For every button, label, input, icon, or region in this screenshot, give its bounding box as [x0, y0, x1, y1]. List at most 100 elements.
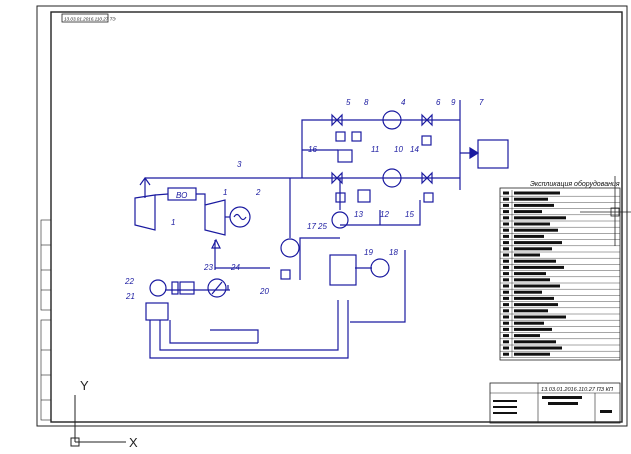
callout-1b: 1	[223, 188, 227, 197]
spec-row-pos	[503, 216, 509, 220]
spec-rows	[500, 190, 620, 358]
spec-row-text	[514, 321, 544, 325]
callout-23: 23	[203, 263, 213, 272]
spec-row-pos	[503, 241, 509, 245]
spec-row-text	[514, 303, 558, 307]
spec-row-text	[514, 241, 562, 245]
spec-row-text	[514, 278, 550, 282]
valve-11	[331, 171, 343, 185]
spec-row-pos	[503, 247, 509, 251]
callout-10: 10	[394, 145, 403, 154]
callout-7: 7	[479, 98, 484, 107]
title-block-code: 13.03.01.2016.110.27 ПЗ КП	[541, 387, 614, 393]
svg-text:13.03.01.2016.110.27 ТЭ: 13.03.01.2016.110.27 ТЭ	[64, 17, 116, 22]
callout-21: 21	[125, 292, 135, 301]
spec-row-pos	[503, 321, 509, 325]
axis-y-label: Y	[80, 378, 89, 393]
callout-11: 11	[371, 145, 379, 154]
spec-row-text	[514, 265, 564, 269]
spec-row-pos	[503, 352, 509, 356]
spec-row-pos	[503, 191, 509, 195]
equipment-25	[331, 211, 349, 229]
spec-row-pos	[503, 340, 509, 344]
spec-row-text	[514, 340, 556, 344]
spec-table: Экспликация оборудования	[499, 180, 621, 361]
spec-row-pos	[503, 346, 509, 350]
spec-row-pos	[503, 309, 509, 313]
callout-22: 22	[124, 277, 134, 286]
spec-row-text	[514, 216, 566, 220]
callout-16: 16	[308, 145, 317, 154]
side-stamp	[40, 219, 52, 421]
callout-17: 17	[307, 222, 316, 231]
spec-row-text	[514, 315, 566, 319]
axis-x-label: X	[129, 435, 138, 450]
spec-row-text	[514, 296, 554, 300]
spec-row-pos	[503, 228, 509, 232]
valve-5	[331, 113, 343, 127]
callout-6: 6	[436, 98, 441, 107]
spec-row-pos	[503, 334, 509, 338]
spec-row-text	[514, 191, 560, 195]
callouts: 1 1 2 3 4 5 6 7 8 9 10 11 12 13 14 15 16…	[124, 98, 484, 301]
spec-row-text	[514, 210, 542, 214]
callout-12: 12	[380, 210, 389, 219]
spec-row-pos	[503, 234, 509, 238]
equipment-24	[207, 278, 227, 298]
equipment-17	[280, 238, 300, 258]
spec-table-header: Экспликация оборудования	[530, 180, 620, 188]
spec-row-pos	[503, 290, 509, 294]
callout-20: 20	[259, 287, 269, 296]
equipment-18	[370, 258, 390, 278]
code-stamp: 13.03.01.2016.110.27 ТЭ	[61, 13, 116, 23]
spec-row-pos	[503, 303, 509, 307]
equipment-21	[145, 302, 169, 321]
callout-15: 15	[405, 210, 414, 219]
spec-row-text	[514, 259, 556, 263]
spec-row-pos	[503, 278, 509, 282]
callout-19: 19	[364, 248, 373, 257]
callout-25: 25	[317, 222, 327, 231]
spec-row-pos	[503, 284, 509, 288]
spec-row-text	[514, 247, 552, 251]
callout-9: 9	[451, 98, 456, 107]
callout-8: 8	[364, 98, 369, 107]
callout-4: 4	[401, 98, 406, 107]
turbine-symbol	[134, 194, 156, 231]
spec-row-pos	[503, 197, 509, 201]
equipment-4	[382, 110, 402, 130]
spec-row-pos	[503, 327, 509, 331]
spec-row-pos	[503, 259, 509, 263]
callout-2: 2	[255, 188, 261, 197]
spec-row-text	[514, 284, 560, 288]
spec-row-pos	[503, 210, 509, 214]
equipment-7	[477, 139, 509, 169]
title-block: 13.03.01.2016.110.27 ПЗ КП	[489, 382, 621, 424]
ucs-icon: Y X	[70, 378, 138, 450]
sheet-frame	[36, 5, 628, 427]
spec-row-text	[514, 203, 554, 207]
equipment	[134, 110, 509, 321]
spec-row-text	[514, 253, 540, 257]
equipment-19	[329, 254, 357, 286]
callout-18: 18	[389, 248, 398, 257]
spec-row-pos	[503, 203, 509, 207]
spec-row-pos	[503, 265, 509, 269]
spec-row-text	[514, 234, 544, 238]
spec-row-text	[514, 290, 542, 294]
callout-14: 14	[410, 145, 419, 154]
callout-24: 24	[230, 263, 240, 272]
spec-row-text	[514, 197, 548, 201]
spec-row-pos	[503, 296, 509, 300]
cursor-crosshair	[580, 176, 631, 246]
equipment-22	[149, 279, 167, 297]
spec-row-text	[514, 272, 546, 276]
scheme	[144, 100, 478, 359]
callout-5: 5	[346, 98, 351, 107]
equipment-10	[382, 168, 402, 188]
valve-6	[421, 113, 433, 127]
spec-row-pos	[503, 222, 509, 226]
spec-row-text	[514, 309, 548, 313]
spec-row-pos	[503, 253, 509, 257]
